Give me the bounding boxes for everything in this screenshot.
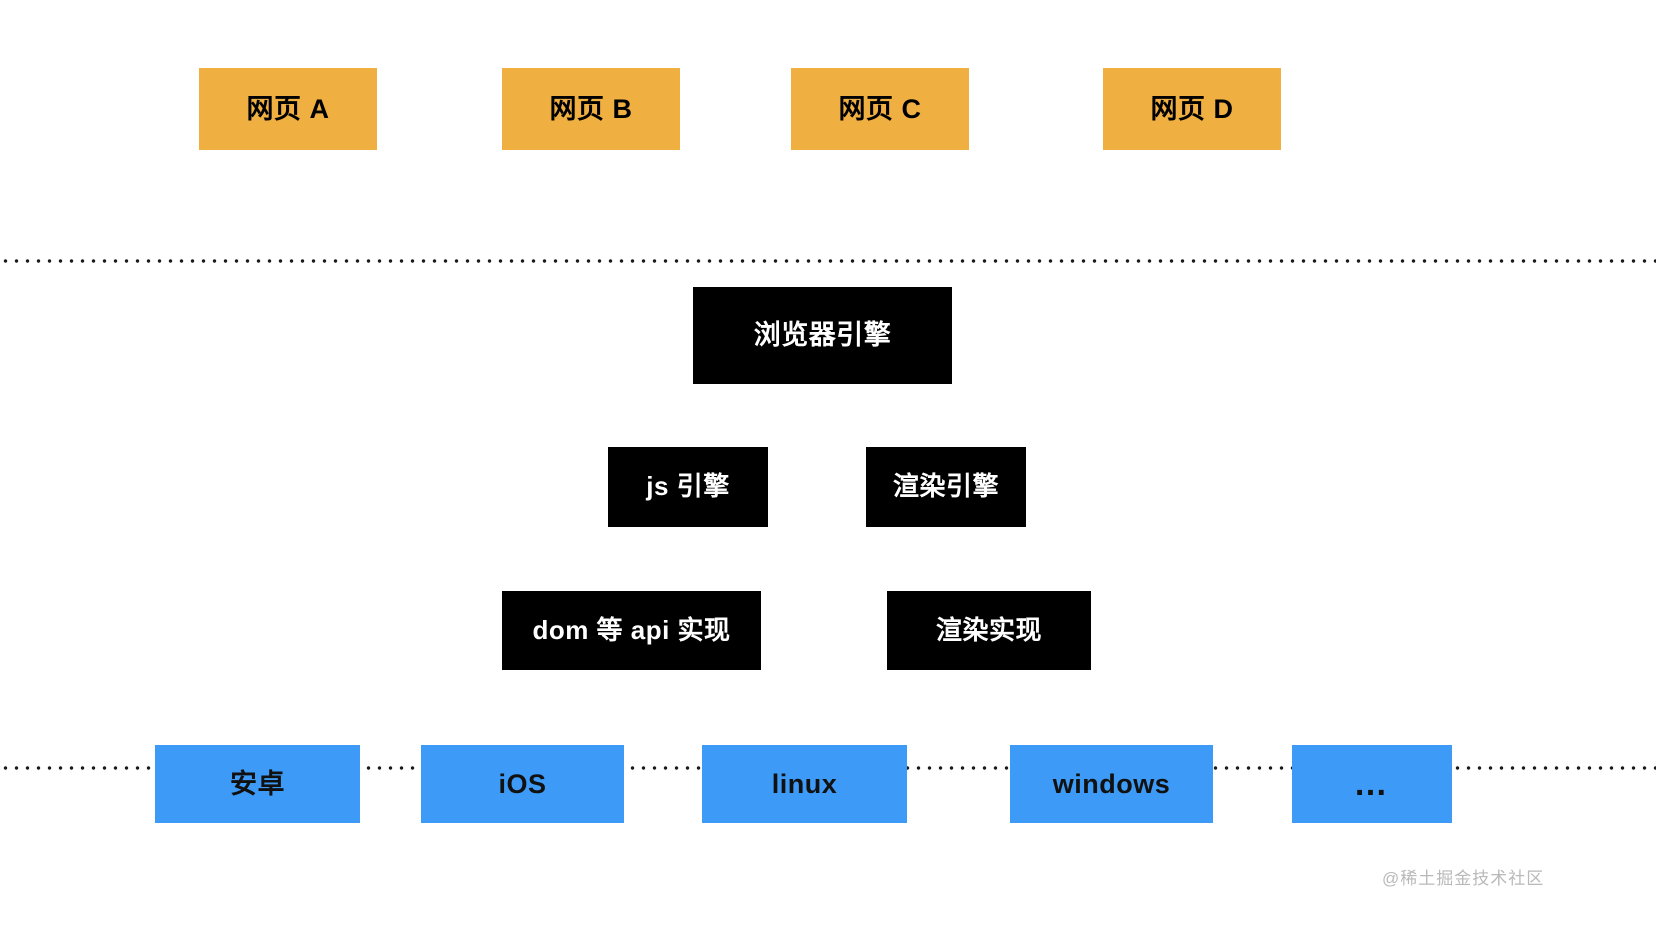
- node-label: …: [1353, 764, 1391, 803]
- node-os-linux: linux: [702, 745, 907, 823]
- node-js-engine: js 引擎: [608, 447, 768, 527]
- node-label: 网页 C: [838, 93, 922, 124]
- node-label: 网页 D: [1150, 93, 1234, 124]
- node-render-engine: 渲染引擎: [866, 447, 1026, 527]
- node-label: linux: [771, 768, 838, 799]
- node-label: 浏览器引擎: [753, 320, 892, 351]
- node-webpage-d: 网页 D: [1103, 68, 1281, 150]
- node-label: 渲染实现: [935, 614, 1042, 645]
- node-os-ios: iOS: [421, 745, 624, 823]
- node-render-impl: 渲染实现: [887, 591, 1091, 670]
- node-webpage-a: 网页 A: [199, 68, 377, 150]
- node-label: js 引擎: [646, 471, 730, 502]
- node-label: windows: [1052, 768, 1171, 799]
- node-browser-engine: 浏览器引擎: [693, 287, 952, 384]
- node-label: 安卓: [230, 768, 285, 799]
- divider-pages-engine: [0, 259, 1656, 263]
- node-label: 网页 B: [549, 93, 633, 124]
- node-label: iOS: [498, 768, 547, 799]
- node-label: 网页 A: [246, 93, 330, 124]
- node-label: 渲染引擎: [892, 471, 999, 502]
- node-os-windows: windows: [1010, 745, 1213, 823]
- watermark: @稀土掘金技术社区: [1382, 869, 1545, 888]
- node-label: dom 等 api 实现: [532, 614, 731, 645]
- node-webpage-b: 网页 B: [502, 68, 680, 150]
- node-webpage-c: 网页 C: [791, 68, 969, 150]
- node-os-android: 安卓: [155, 745, 360, 823]
- node-os-more: …: [1292, 745, 1452, 823]
- node-dom-api-impl: dom 等 api 实现: [502, 591, 761, 670]
